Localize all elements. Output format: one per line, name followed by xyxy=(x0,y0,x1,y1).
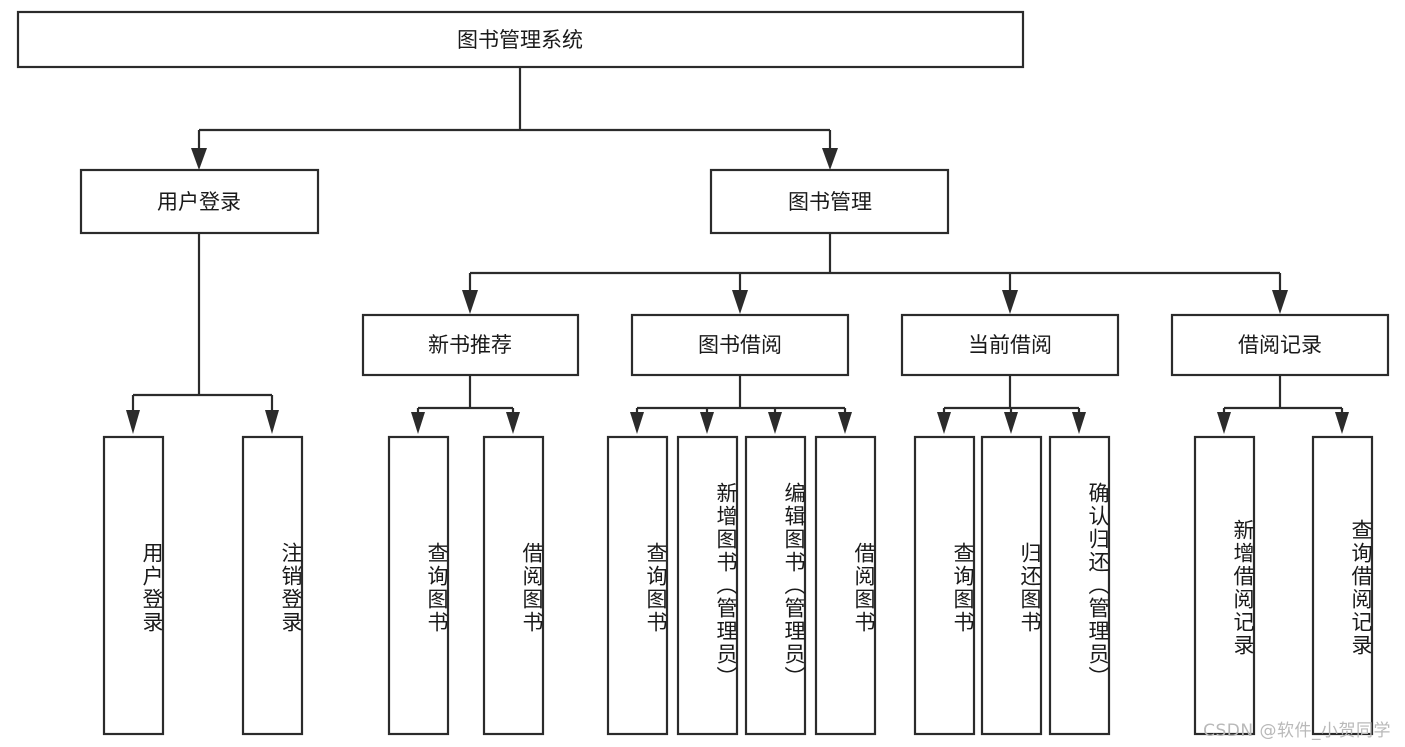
arrowhead-current-borrow-leaf-1-icon xyxy=(937,412,951,434)
node-new-book-recommend-label: 新书推荐 xyxy=(428,333,512,357)
connector-root-to-level2 xyxy=(191,67,838,170)
arrowhead-user-login-leaf-1-icon xyxy=(126,410,140,434)
arrowhead-user-login-leaf-2-icon xyxy=(265,410,279,434)
node-current-borrow[interactable]: 当前借阅 xyxy=(900,313,1120,377)
arrowhead-current-borrow-leaf-2-icon xyxy=(1004,412,1018,434)
arrowhead-new-book-leaf-2-icon xyxy=(506,412,520,434)
node-root-label: 图书管理系统 xyxy=(457,28,583,52)
arrowhead-to-borrow-record-icon xyxy=(1272,290,1288,314)
leaf-box-new-book-1[interactable] xyxy=(387,435,450,736)
arrowhead-root-to-user-login-icon xyxy=(191,148,207,170)
node-user-login[interactable]: 用户登录 xyxy=(79,168,320,235)
node-root-rect xyxy=(16,10,1025,69)
arrowhead-to-new-book-icon xyxy=(462,290,478,314)
arrowhead-to-book-borrow-icon xyxy=(732,290,748,314)
arrowhead-borrow-record-leaf-1-icon xyxy=(1217,412,1231,434)
node-new-book-recommend-rect xyxy=(361,313,580,377)
arrowhead-book-borrow-leaf-3-icon xyxy=(768,412,782,434)
csdn-watermark: CSDN @软件_小贺同学 xyxy=(1203,721,1391,741)
connector-book-manage-to-level3 xyxy=(462,233,1288,314)
node-book-borrow-label: 图书借阅 xyxy=(698,333,782,357)
leaf-box-user-login-1[interactable] xyxy=(102,435,165,736)
node-book-borrow[interactable]: 图书借阅 xyxy=(630,313,850,377)
node-current-borrow-rect xyxy=(900,313,1120,377)
node-borrow-record-rect xyxy=(1170,313,1390,377)
node-current-borrow-label: 当前借阅 xyxy=(968,333,1052,357)
connector-book-borrow-to-leaves xyxy=(630,375,852,434)
leaf-box-current-borrow-1[interactable] xyxy=(913,435,976,736)
arrowhead-new-book-leaf-1-icon xyxy=(411,412,425,434)
arrowhead-book-borrow-leaf-1-icon xyxy=(630,412,644,434)
node-user-login-label: 用户登录 xyxy=(157,190,241,214)
connector-new-book-to-leaves xyxy=(411,375,520,434)
leaf-box-book-borrow-3[interactable] xyxy=(744,435,807,736)
leaf-box-book-borrow-1[interactable] xyxy=(606,435,669,736)
arrowhead-book-borrow-leaf-4-icon xyxy=(838,412,852,434)
arrowhead-book-borrow-leaf-2-icon xyxy=(700,412,714,434)
arrowhead-root-to-book-manage-icon xyxy=(822,148,838,170)
node-borrow-record[interactable]: 借阅记录 xyxy=(1170,313,1390,377)
node-new-book-recommend[interactable]: 新书推荐 xyxy=(361,313,580,377)
leaf-box-user-login-2[interactable] xyxy=(241,435,304,736)
leaf-box-book-borrow-4[interactable] xyxy=(814,435,877,736)
node-borrow-record-label: 借阅记录 xyxy=(1238,333,1322,357)
leaf-box-book-borrow-2[interactable] xyxy=(676,435,739,736)
arrowhead-current-borrow-leaf-3-icon xyxy=(1072,412,1086,434)
connector-borrow-record-to-leaves xyxy=(1217,375,1349,434)
leaf-box-borrow-record-1[interactable] xyxy=(1193,435,1256,736)
node-book-borrow-rect xyxy=(630,313,850,377)
node-book-manage-label: 图书管理 xyxy=(788,190,872,214)
connector-current-borrow-to-leaves xyxy=(937,375,1086,434)
leaf-box-borrow-record-2[interactable] xyxy=(1311,435,1374,736)
leaf-box-new-book-2[interactable] xyxy=(482,435,545,736)
node-book-manage[interactable]: 图书管理 xyxy=(709,168,950,235)
arrowhead-borrow-record-leaf-2-icon xyxy=(1335,412,1349,434)
node-book-manage-rect xyxy=(709,168,950,235)
node-root[interactable]: 图书管理系统 xyxy=(16,10,1025,69)
arrowhead-to-current-borrow-icon xyxy=(1002,290,1018,314)
connector-user-login-to-leaves xyxy=(126,233,279,434)
leaf-box-current-borrow-3[interactable] xyxy=(1048,435,1111,736)
leaf-box-current-borrow-2[interactable] xyxy=(980,435,1043,736)
